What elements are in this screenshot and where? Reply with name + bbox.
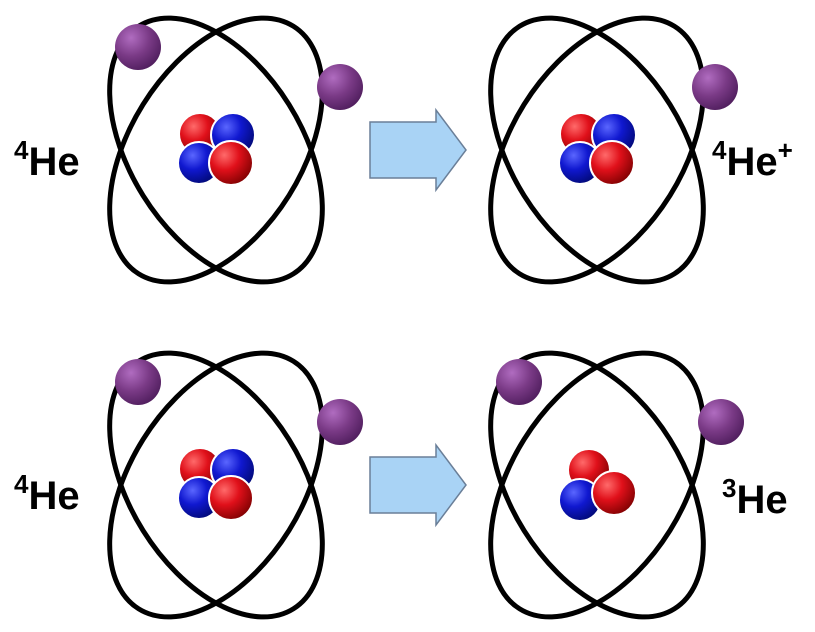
charge-sign: +	[777, 135, 793, 165]
atom-row1-left	[107, 15, 363, 285]
proton-sphere	[591, 470, 637, 516]
orbit-ellipse	[488, 15, 706, 285]
electron-sphere	[698, 399, 744, 445]
element-symbol: He	[726, 140, 778, 184]
proton-sphere	[589, 140, 635, 186]
label-he4-row2-left: 4He	[14, 471, 80, 518]
orbit-ellipse	[488, 350, 706, 620]
proton-sphere	[208, 475, 254, 521]
mass-number: 4	[14, 469, 29, 499]
atom-row2-left	[107, 350, 363, 620]
electron-sphere	[115, 24, 161, 70]
atom-row1-right	[488, 15, 738, 285]
atom-row2-right	[488, 350, 744, 620]
proton-sphere	[208, 140, 254, 186]
electron-sphere	[317, 64, 363, 110]
mass-number: 4	[14, 135, 29, 165]
orbit-ellipse	[488, 15, 706, 285]
electron-sphere	[496, 359, 542, 405]
electron-sphere	[317, 399, 363, 445]
transition-arrow-row2	[369, 442, 467, 528]
label-he4-ion-row1-right: 4He+	[712, 137, 793, 184]
label-he3-row2-right: 3He	[722, 475, 788, 522]
label-he4-row1-left: 4He	[14, 137, 80, 184]
mass-number: 4	[712, 135, 727, 165]
orbit-ellipse	[107, 15, 325, 285]
mass-number: 3	[722, 473, 737, 503]
transition-arrow-row1	[369, 107, 467, 193]
orbit-ellipse	[107, 350, 325, 620]
electron-sphere	[692, 64, 738, 110]
element-symbol: He	[28, 140, 80, 184]
electron-sphere	[115, 359, 161, 405]
element-symbol: He	[28, 474, 80, 518]
element-symbol: He	[736, 478, 788, 522]
